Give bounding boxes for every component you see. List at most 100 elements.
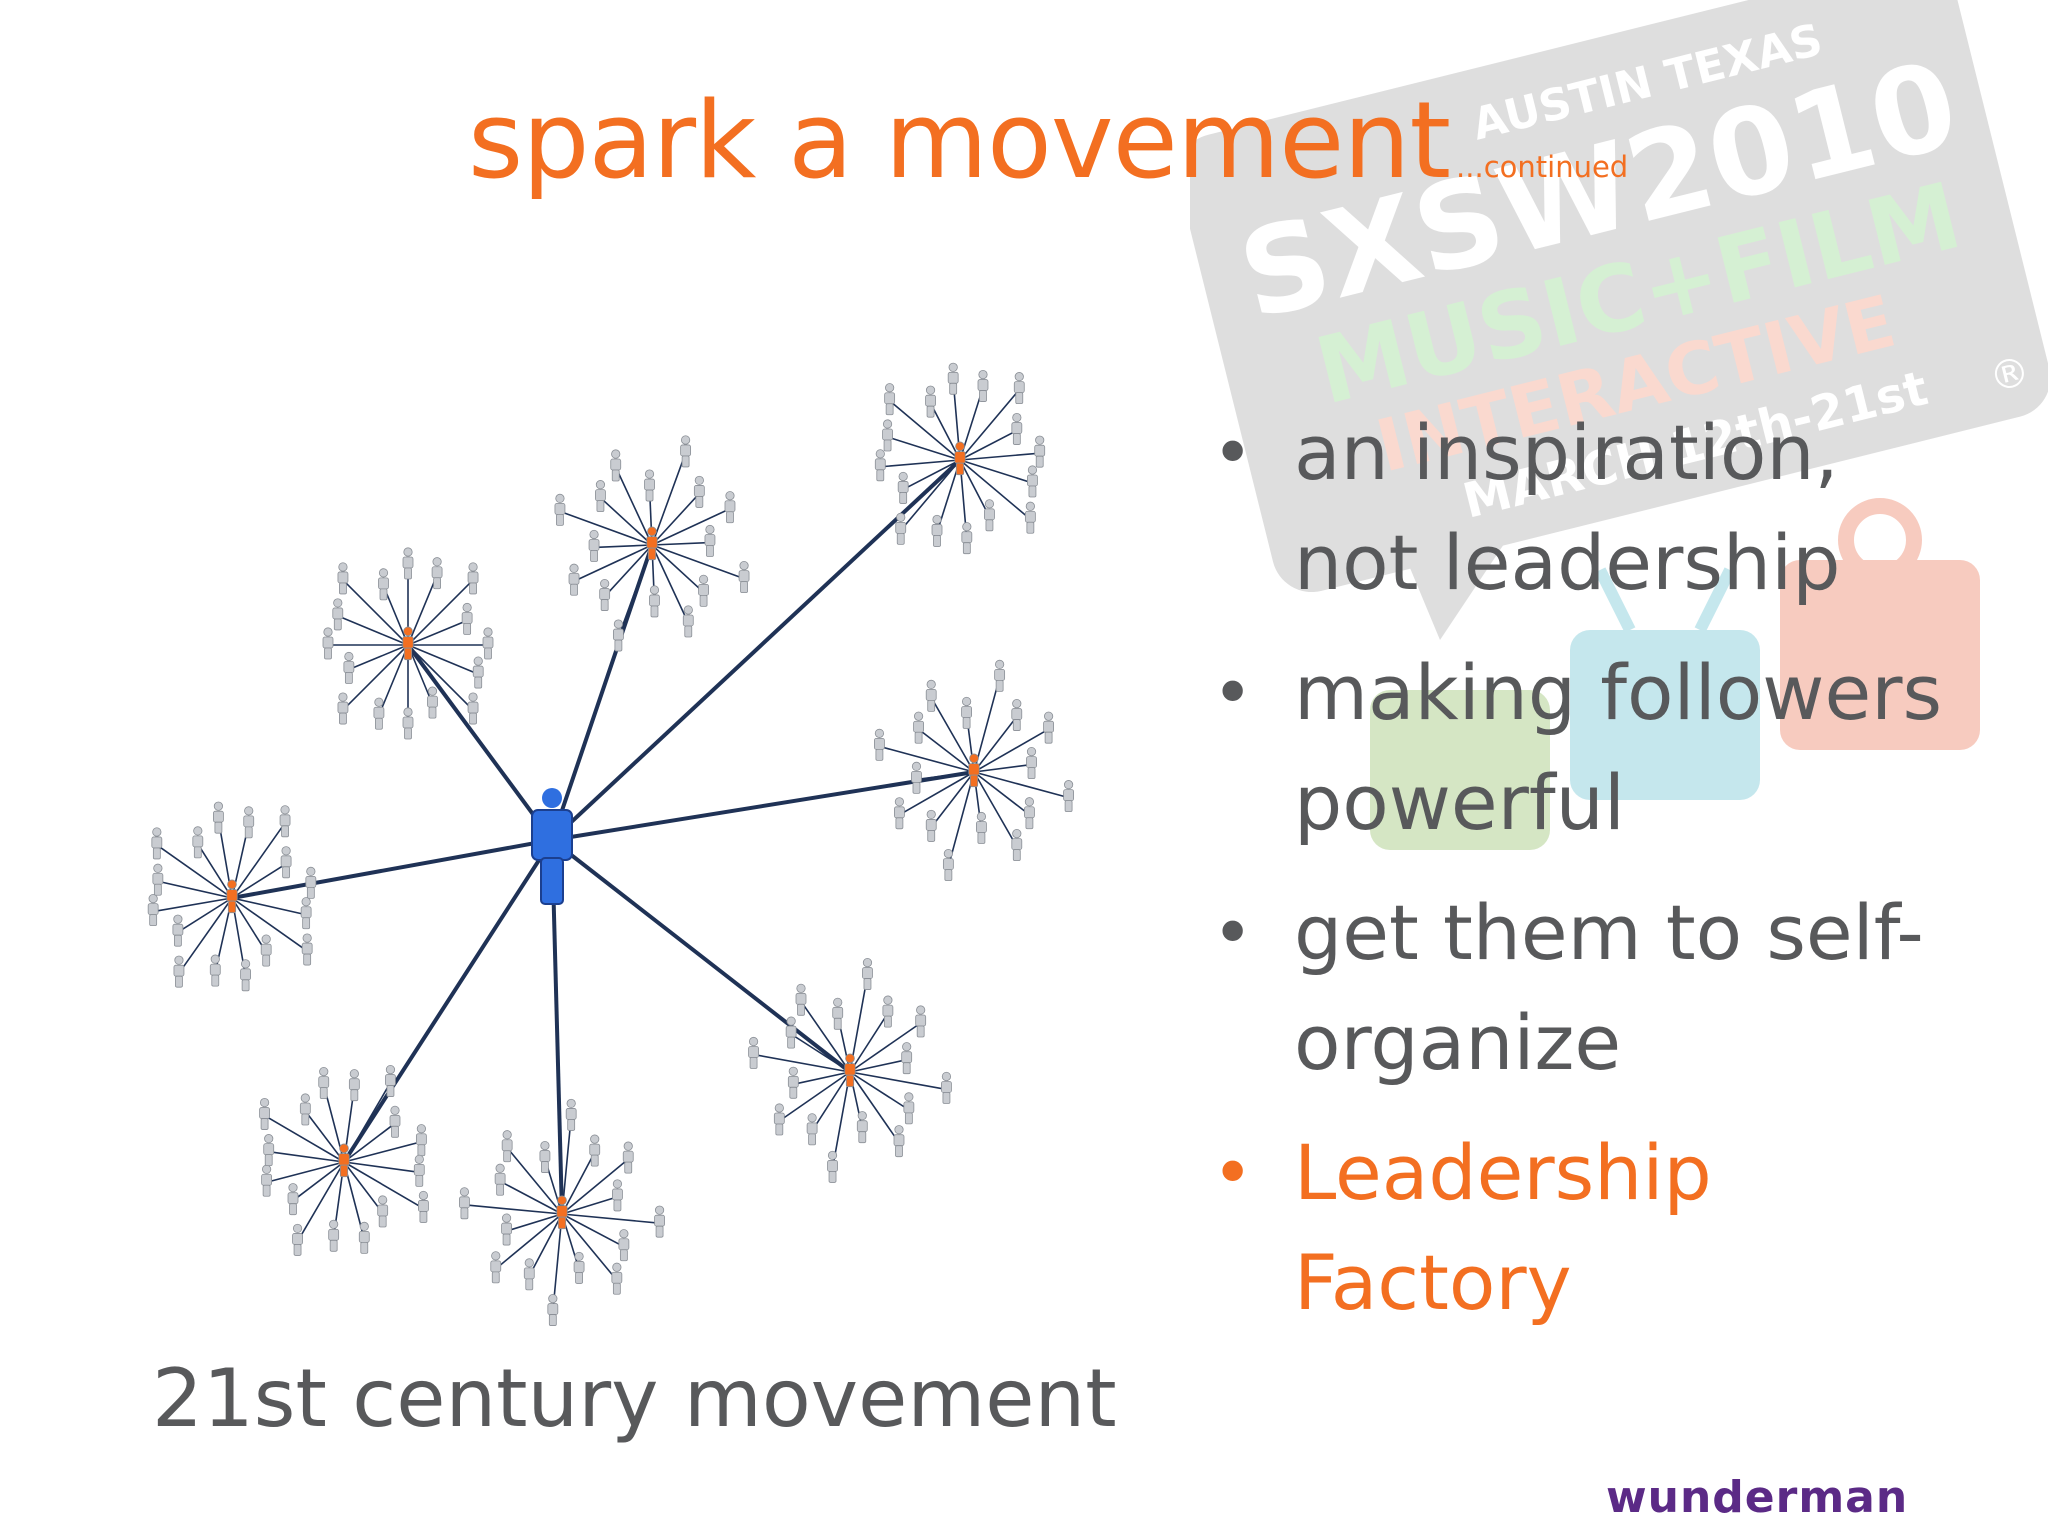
follower-link <box>337 615 409 646</box>
follower-person-icon <box>618 1229 630 1262</box>
follower-link <box>407 644 479 675</box>
follower-person-icon <box>1013 372 1025 405</box>
watermark-line-6: ® <box>1985 348 2035 402</box>
bullet-line: get them to self- <box>1294 888 1924 977</box>
follower-person-icon <box>292 1223 303 1256</box>
follower-person-icon <box>976 811 987 844</box>
follower-person-icon <box>806 1113 818 1146</box>
follower-person-icon <box>931 514 943 547</box>
follower-person-icon <box>785 1016 797 1049</box>
follower-person-icon <box>622 1141 634 1174</box>
follower-link <box>651 508 731 546</box>
bullet-line: making followers <box>1294 648 1943 737</box>
follower-person-icon <box>1027 465 1038 498</box>
follower-person-icon <box>1011 828 1023 861</box>
follower-person-icon <box>901 1042 913 1075</box>
cluster <box>322 547 494 740</box>
follower-link <box>506 1147 563 1215</box>
follower-person-icon <box>151 827 163 860</box>
follower-link <box>231 897 307 916</box>
follower-link <box>304 1110 345 1163</box>
follower-person-icon <box>431 557 443 590</box>
follower-person-icon <box>318 1067 330 1100</box>
follower-person-icon <box>1063 780 1074 813</box>
follower-person-icon <box>1011 412 1023 445</box>
hub-link <box>406 643 554 842</box>
follower-person-icon <box>358 1221 370 1254</box>
follower-person-icon <box>568 563 580 596</box>
follower-person-icon <box>787 1066 799 1099</box>
follower-link <box>879 745 975 773</box>
follower-link <box>651 544 689 624</box>
follower-person-icon <box>941 1071 952 1104</box>
follower-link <box>573 544 653 582</box>
follower-link <box>342 644 409 711</box>
follower-person-icon <box>610 449 622 482</box>
follower-link <box>157 880 233 899</box>
follower-link <box>561 1213 625 1248</box>
follower-person-icon <box>427 686 438 719</box>
follower-person-icon <box>243 806 255 839</box>
follower-link <box>753 1053 851 1073</box>
bullet-line: not leadership <box>1294 518 1841 607</box>
follower-link <box>407 574 438 646</box>
follower-link <box>156 844 233 899</box>
follower-link <box>561 1196 618 1215</box>
follower-person-icon <box>795 983 807 1016</box>
follower-link <box>889 400 961 461</box>
follower-link <box>849 1071 900 1144</box>
follower-link <box>849 1071 910 1111</box>
follower-link <box>266 1161 345 1184</box>
follower-person-icon <box>554 493 566 526</box>
follower-person-icon <box>977 369 989 402</box>
follower-link <box>178 897 233 974</box>
follower-person-icon <box>961 696 972 729</box>
follower-link <box>382 585 409 646</box>
bullet-line: an inspiration, <box>1294 408 1839 497</box>
follower-link <box>231 897 267 953</box>
follower-person-icon <box>649 585 660 618</box>
follower-person-icon <box>895 512 907 545</box>
follower-person-icon <box>565 1098 577 1131</box>
follower-link <box>800 1000 851 1073</box>
follower-link <box>793 1071 851 1086</box>
follower-person-icon <box>305 866 317 899</box>
follower-link <box>651 452 687 546</box>
follower-link <box>268 1150 345 1163</box>
follower-person-icon <box>490 1251 502 1284</box>
follower-person-icon <box>287 1183 299 1216</box>
follower-link <box>559 510 653 546</box>
follower-link <box>900 459 961 531</box>
follower-person-icon <box>192 826 204 859</box>
follower-person-icon <box>1043 711 1054 744</box>
follower-person-icon <box>348 1069 360 1102</box>
follower-person-icon <box>994 659 1006 692</box>
follower-link <box>296 1161 345 1242</box>
follower-person-icon <box>501 1213 512 1246</box>
follower-person-icon <box>588 529 600 562</box>
follower-person-icon <box>882 995 894 1028</box>
follower-person-icon <box>856 1111 868 1144</box>
follower-person-icon <box>501 1130 513 1163</box>
follower-link <box>464 1204 563 1215</box>
follower-person-icon <box>461 602 473 635</box>
cluster <box>459 1098 665 1326</box>
follower-link <box>849 1071 947 1091</box>
follower-person-icon <box>612 619 624 652</box>
follower-link <box>811 1071 851 1132</box>
follower-link <box>343 1161 384 1214</box>
follower-link <box>528 1213 563 1277</box>
cluster <box>748 957 952 1183</box>
follower-link <box>231 883 311 899</box>
follower-link <box>348 644 409 671</box>
follower-link <box>407 644 474 711</box>
follower-person-icon <box>832 997 844 1030</box>
bullet-item: •an inspiration,not leadership <box>1212 398 2032 618</box>
follower-person-icon <box>402 547 414 580</box>
follower-link <box>790 1033 851 1073</box>
cluster <box>874 659 1074 881</box>
follower-person-icon <box>911 761 922 794</box>
follower-person-icon <box>260 934 272 967</box>
leader-person-icon <box>646 526 658 561</box>
